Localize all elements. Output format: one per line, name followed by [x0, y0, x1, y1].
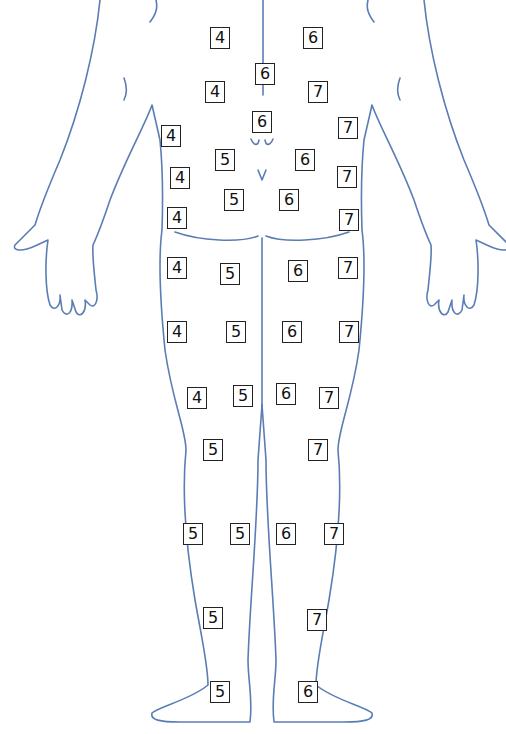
sacral-mark [258, 170, 266, 180]
region-number: 7 [342, 167, 352, 187]
region-number: 6 [300, 150, 310, 170]
region-number-box: 6 [276, 523, 296, 545]
region-number: 6 [303, 682, 313, 702]
region-number: 7 [324, 388, 334, 408]
region-number: 6 [293, 261, 303, 281]
region-number-box: 6 [303, 27, 323, 49]
region-number: 4 [175, 168, 185, 188]
region-number: 6 [260, 64, 270, 84]
region-number-box: 7 [339, 209, 359, 231]
region-number: 4 [192, 388, 202, 408]
region-number: 7 [343, 258, 353, 278]
region-number: 7 [312, 610, 322, 630]
region-number: 4 [172, 322, 182, 342]
region-number-box: 7 [319, 387, 339, 409]
region-number: 5 [208, 608, 218, 628]
region-number: 5 [238, 386, 248, 406]
region-number-box: 7 [338, 257, 358, 279]
region-number: 5 [188, 524, 198, 544]
region-number-box: 4 [161, 125, 181, 147]
region-number-box: 6 [295, 149, 315, 171]
region-number: 7 [344, 210, 354, 230]
body-half [262, 0, 506, 722]
region-number-box: 4 [205, 81, 225, 103]
region-number-box: 7 [324, 523, 344, 545]
region-number-box: 5 [183, 523, 203, 545]
region-number-box: 5 [210, 681, 230, 703]
region-number-box: 5 [230, 523, 250, 545]
region-number: 6 [284, 190, 294, 210]
region-number: 5 [229, 190, 239, 210]
region-number-box: 5 [215, 149, 235, 171]
region-number-box: 5 [203, 607, 223, 629]
region-number-box: 5 [233, 385, 253, 407]
region-number-box: 7 [339, 321, 359, 343]
region-number-box: 6 [276, 383, 296, 405]
region-number-box: 5 [203, 439, 223, 461]
region-number: 4 [172, 258, 182, 278]
region-number: 5 [208, 440, 218, 460]
region-number-box: 4 [170, 167, 190, 189]
region-number-box: 4 [167, 257, 187, 279]
region-number: 5 [231, 322, 241, 342]
region-number: 5 [235, 524, 245, 544]
region-number: 6 [287, 322, 297, 342]
region-number: 6 [308, 28, 318, 48]
region-number: 6 [281, 384, 291, 404]
region-number-box: 7 [308, 439, 328, 461]
region-number: 5 [225, 264, 235, 284]
region-number-box: 5 [224, 189, 244, 211]
region-number: 6 [281, 524, 291, 544]
region-number-box: 4 [187, 387, 207, 409]
region-number-box: 6 [282, 321, 302, 343]
body-half [14, 0, 262, 722]
region-number: 4 [166, 126, 176, 146]
region-number-box: 6 [252, 111, 272, 133]
region-number: 6 [257, 112, 267, 132]
region-number: 7 [313, 82, 323, 102]
region-number: 7 [329, 524, 339, 544]
region-number-box: 7 [338, 117, 358, 139]
region-number-box: 5 [220, 263, 240, 285]
region-number: 7 [313, 440, 323, 460]
region-number: 7 [344, 322, 354, 342]
region-number: 5 [215, 682, 225, 702]
region-number-box: 6 [298, 681, 318, 703]
region-number: 4 [172, 208, 182, 228]
region-number-box: 6 [255, 63, 275, 85]
region-number-box: 7 [337, 166, 357, 188]
region-number-box: 7 [307, 609, 327, 631]
region-number-box: 7 [308, 81, 328, 103]
midline [261, 238, 263, 405]
region-number-box: 4 [167, 207, 187, 229]
region-number: 7 [343, 118, 353, 138]
region-number-box: 4 [210, 27, 230, 49]
region-number-box: 4 [167, 321, 187, 343]
region-number-box: 5 [226, 321, 246, 343]
region-number: 4 [215, 28, 225, 48]
region-number-box: 6 [279, 189, 299, 211]
region-number: 4 [210, 82, 220, 102]
region-number: 5 [220, 150, 230, 170]
region-number-box: 6 [288, 260, 308, 282]
